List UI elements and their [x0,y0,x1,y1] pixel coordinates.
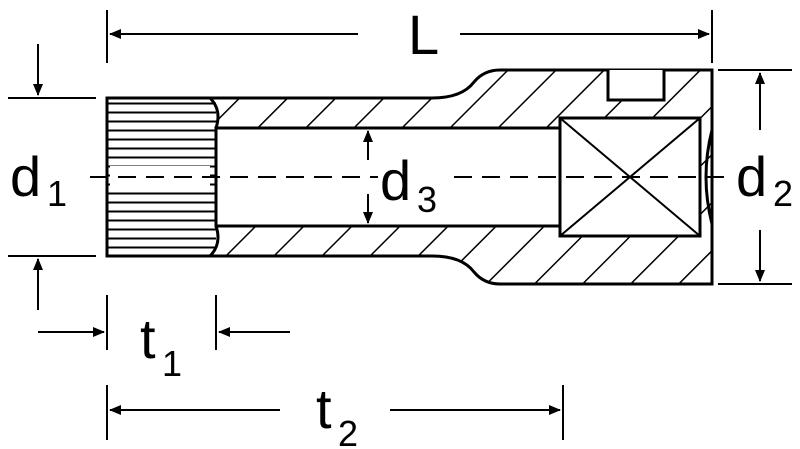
socket-body [105,68,714,286]
label-t2-subscript: 2 [338,413,358,449]
label-d2-bg [734,140,800,210]
label-t1: t [140,307,156,370]
label-d1-subscript: 1 [47,173,67,214]
label-d1: d [10,145,41,208]
extension-lines [8,10,792,440]
socket-outline [105,68,714,286]
upper-wall-section [216,70,712,284]
label-d3-subscript: 3 [417,179,437,220]
label-L: L [408,3,439,66]
label-d3: d [380,149,411,212]
label-t2: t [316,377,332,440]
label-d3-bg [378,148,448,218]
label-d1-bg [8,140,78,210]
label-t1-subscript: 1 [162,343,182,384]
label-d2-subscript: 2 [773,173,793,214]
label-d2: d [736,145,767,208]
ball-detent [606,70,666,102]
